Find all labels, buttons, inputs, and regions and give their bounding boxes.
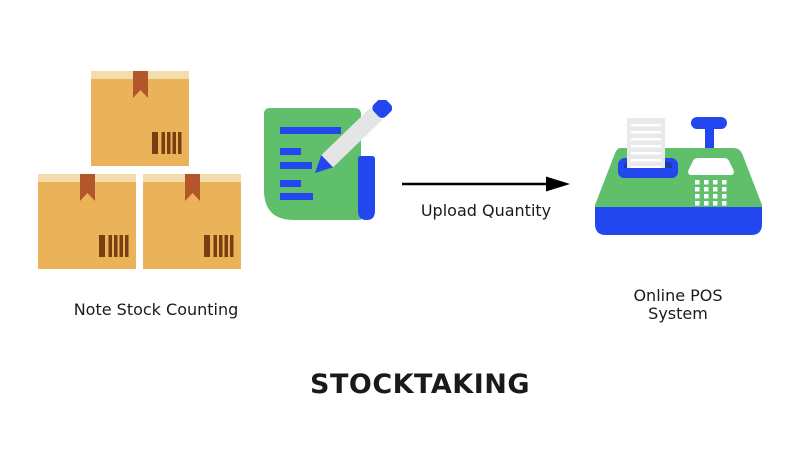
- stacked-boxes-icon: [38, 71, 241, 269]
- handle-bar: [691, 117, 727, 129]
- receipt: [627, 118, 665, 173]
- handle-stem: [705, 126, 714, 164]
- display-panel: [688, 158, 734, 175]
- cash-register-icon: [595, 117, 762, 235]
- upload-arrow-icon: [402, 176, 570, 192]
- notepad-pencil-icon: [264, 100, 392, 220]
- upload-quantity-label: Upload Quantity: [420, 201, 552, 220]
- pen-holder-bar: [358, 156, 375, 220]
- register-base: [595, 207, 762, 235]
- box-bottom-right: [143, 174, 241, 269]
- pencil-body: [321, 107, 383, 168]
- box-bottom-left: [38, 174, 136, 269]
- pencil-eraser: [372, 100, 392, 118]
- box-top: [91, 71, 189, 166]
- online-pos-system-label: Online POS System: [633, 286, 723, 323]
- register-top: [595, 148, 762, 207]
- pencil-tip: [315, 155, 334, 173]
- pencil: [315, 100, 392, 173]
- arrow-head: [546, 176, 570, 192]
- notepad-text-lines: [280, 127, 341, 200]
- notepad-page: [264, 108, 361, 220]
- diagram-title: STOCKTAKING: [310, 369, 530, 400]
- printer-slot-front: [618, 168, 678, 178]
- note-stock-counting-label: Note Stock Counting: [73, 300, 239, 319]
- keypad: [695, 180, 727, 206]
